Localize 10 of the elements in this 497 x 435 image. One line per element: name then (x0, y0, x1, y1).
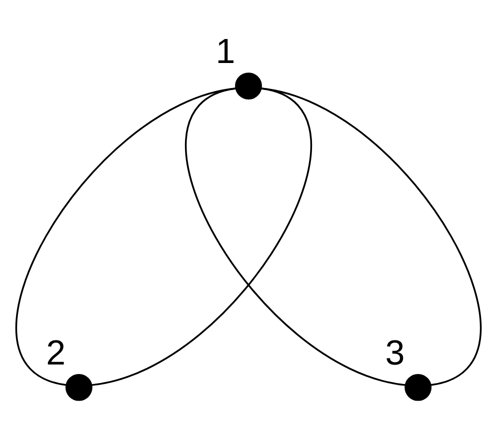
node-circle (65, 374, 92, 401)
connector (91, 88, 312, 386)
connector (185, 88, 406, 386)
connector (260, 88, 482, 386)
node-label: 2 (46, 333, 66, 372)
connector (16, 88, 236, 386)
node-label: 1 (216, 32, 236, 71)
node-circle (404, 374, 432, 401)
node-label: 3 (385, 333, 405, 372)
node-circle (235, 72, 262, 100)
